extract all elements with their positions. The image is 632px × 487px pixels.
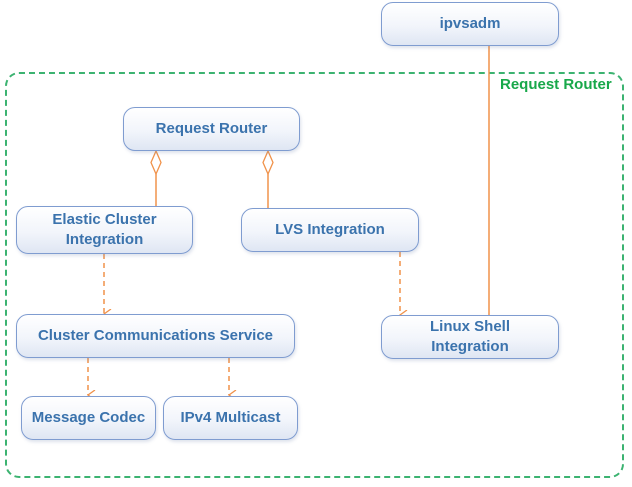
node-ipv4-multicast[interactable]: IPv4 Multicast xyxy=(163,396,298,440)
aggregation-diamond-icon xyxy=(262,149,274,176)
node-cluster-communications-service[interactable]: Cluster Communications Service xyxy=(16,314,295,358)
aggregation-diamond-icon xyxy=(150,149,162,176)
request-router-group xyxy=(5,72,624,478)
node-ipvsadm[interactable]: ipvsadm xyxy=(381,2,559,46)
group-label: Request Router xyxy=(500,76,612,93)
node-request-router[interactable]: Request Router xyxy=(123,107,300,151)
node-elastic-cluster-integration[interactable]: Elastic Cluster Integration xyxy=(16,206,193,254)
node-linux-shell-integration[interactable]: Linux Shell Integration xyxy=(381,315,559,359)
node-lvs-integration[interactable]: LVS Integration xyxy=(241,208,419,252)
node-message-codec[interactable]: Message Codec xyxy=(21,396,156,440)
